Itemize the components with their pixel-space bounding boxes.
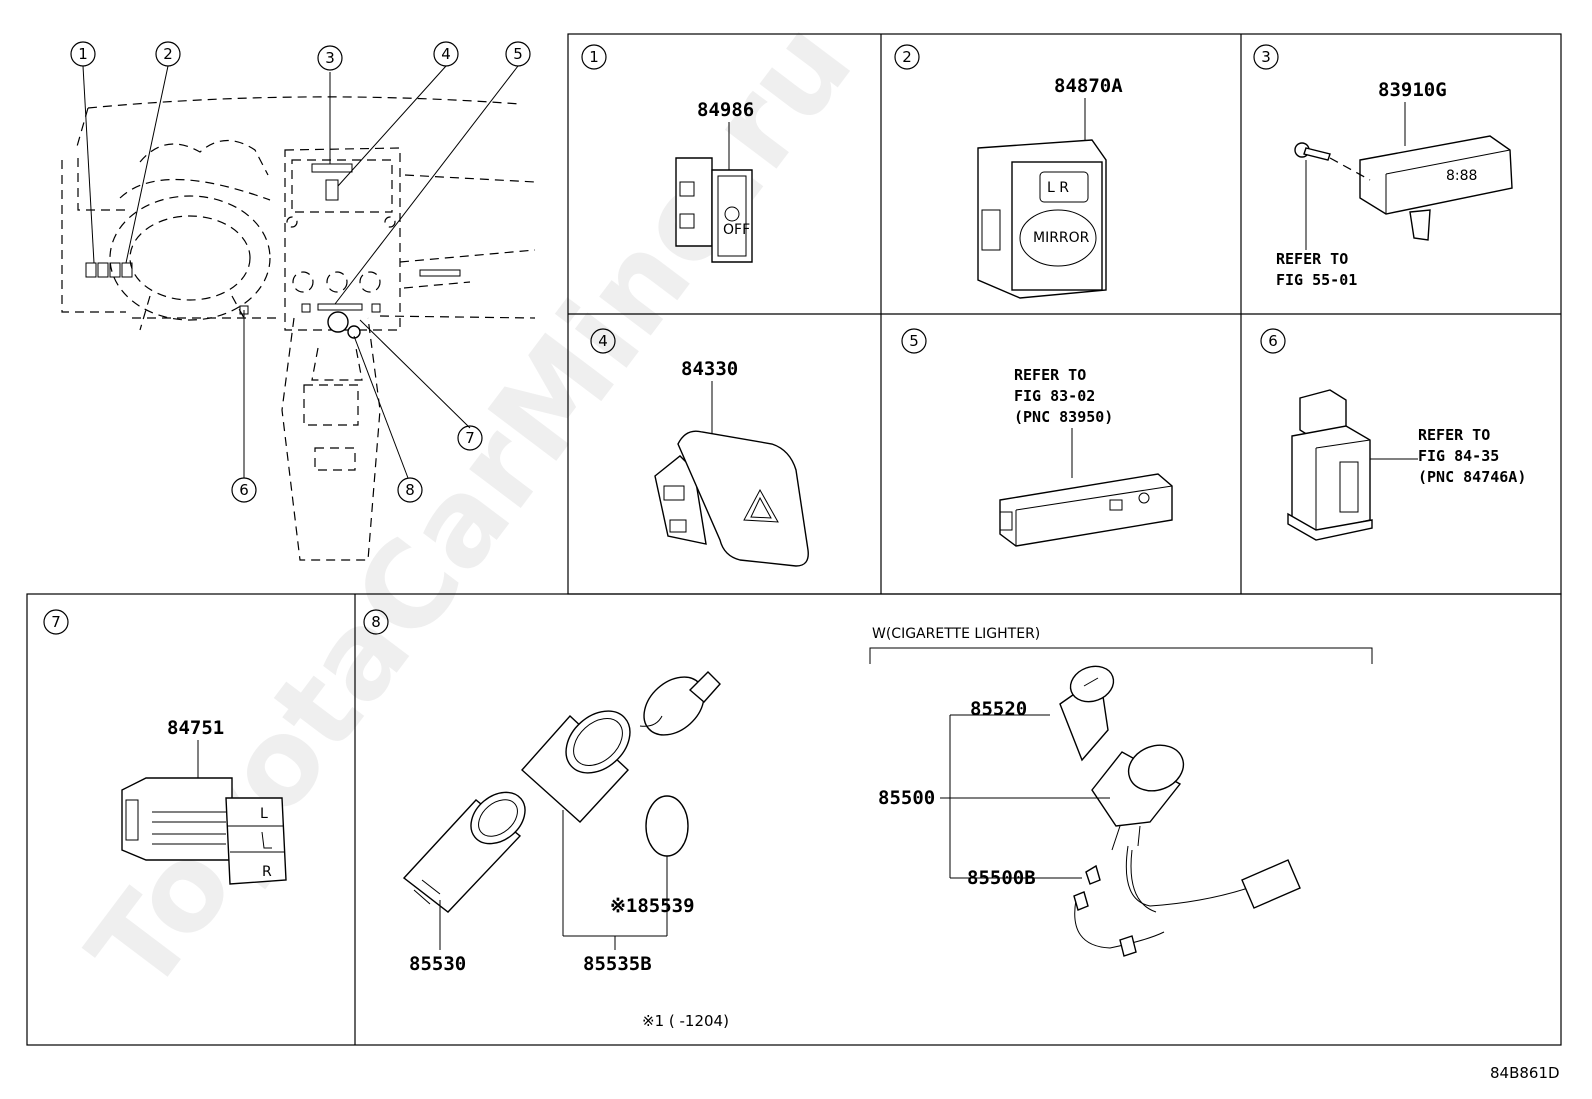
panel-6: 6 REFER TO FIG 84-35 (PNC 84746A)	[1260, 328, 1526, 541]
part-number-85500: 85500	[878, 787, 935, 809]
overview-callout-5: 5	[505, 41, 531, 67]
svg-text:REFER TO: REFER TO	[1418, 426, 1490, 444]
svg-text:4: 4	[441, 45, 451, 63]
clock-unit: 8:88	[1359, 135, 1513, 241]
svg-text:1: 1	[589, 48, 599, 66]
panel-3: 3 83910G 8:88 REFER TO FIG 55-01	[1253, 44, 1513, 289]
dashboard-overview	[61, 96, 536, 561]
svg-text:8: 8	[405, 481, 415, 499]
panel-5-index: 5	[901, 328, 927, 354]
overview-callout-6: 6	[231, 477, 257, 503]
svg-text:(PNC 84746A): (PNC 84746A)	[1418, 468, 1526, 486]
part-number-85520: 85520	[970, 698, 1027, 720]
svg-text:2: 2	[902, 48, 912, 66]
svg-text:4: 4	[598, 332, 608, 350]
panel-4: 4 84330	[590, 328, 809, 567]
svg-text:REFER TO: REFER TO	[1014, 366, 1086, 384]
svg-text:7: 7	[465, 429, 475, 447]
part-number-85530: 85530	[409, 953, 466, 975]
svg-text:REFER TO: REFER TO	[1276, 250, 1348, 268]
panel-5: 5 REFER TO FIG 83-02 (PNC 83950)	[901, 328, 1173, 547]
panel-8: 8 85530 ※185539 85535B ※1 (	[363, 609, 1373, 1030]
power-outlet-socket	[402, 791, 526, 913]
panel-2: 2 84870A L R MIRROR	[894, 44, 1123, 299]
part-number-84986: 84986	[697, 99, 754, 121]
blank-switch-reference	[1287, 389, 1373, 541]
part-number-85535B: 85535B	[583, 953, 652, 975]
svg-text:OFF: OFF	[723, 222, 750, 238]
panel-2-index: 2	[894, 44, 920, 70]
diagram-code: 84B861D	[1490, 1064, 1560, 1082]
part-number-85539: ※185539	[610, 895, 695, 917]
panel-6-index: 6	[1260, 328, 1286, 354]
wire-harness	[1073, 845, 1301, 957]
panel-8-index: 8	[363, 609, 389, 635]
svg-text:MIRROR: MIRROR	[1033, 230, 1090, 246]
svg-text:6: 6	[239, 481, 249, 499]
overview-callouts: 1 2 3 4 5 6 7 8	[70, 41, 531, 503]
svg-text:3: 3	[325, 49, 335, 67]
svg-text:3: 3	[1261, 48, 1271, 66]
part-number-84751: 84751	[167, 717, 224, 739]
svg-text:5: 5	[909, 332, 919, 350]
part-number-83910G: 83910G	[1378, 79, 1447, 101]
svg-text:6: 6	[1268, 332, 1278, 350]
svg-text:FIG 84-35: FIG 84-35	[1418, 447, 1499, 465]
svg-text:R: R	[262, 864, 272, 880]
cigarette-lighter-knob	[1059, 665, 1115, 762]
seat-heater-switch-reference	[999, 473, 1173, 547]
svg-text:5: 5	[513, 45, 523, 63]
overview-callout-1: 1	[70, 41, 96, 67]
svg-text:(PNC 83950): (PNC 83950)	[1014, 408, 1113, 426]
panel-7: 7 84751 L R	[43, 609, 287, 885]
lighter-bulb	[1085, 864, 1101, 885]
svg-text:8: 8	[371, 613, 381, 631]
panel-grid	[26, 33, 1562, 1046]
overview-callout-8: 8	[397, 477, 423, 503]
overview-callout-4: 4	[433, 41, 459, 67]
group-caption: W(CIGARETTE LIGHTER)	[872, 626, 1040, 642]
svg-text:FIG 83-02: FIG 83-02	[1014, 387, 1095, 405]
overview-callout-3: 3	[317, 45, 343, 71]
screw-icon	[1294, 142, 1331, 161]
svg-text:8:88: 8:88	[1446, 168, 1477, 184]
svg-text:FIG 55-01: FIG 55-01	[1276, 271, 1357, 289]
panel-4-index: 4	[590, 328, 616, 354]
power-outlet-cap	[645, 795, 689, 857]
mirror-switch: L R MIRROR	[977, 139, 1107, 299]
svg-text:L R: L R	[1047, 180, 1069, 196]
svg-text:7: 7	[51, 613, 61, 631]
panel-1: 1 84986 OFF	[581, 44, 754, 263]
panel-3-index: 3	[1253, 44, 1279, 70]
overview-callout-2: 2	[155, 41, 181, 67]
footnote: ※1 ( -1204)	[642, 1012, 729, 1030]
svg-text:1: 1	[78, 45, 88, 63]
svg-text:2: 2	[163, 45, 173, 63]
overview-callout-7: 7	[457, 425, 483, 451]
panel-7-index: 7	[43, 609, 69, 635]
part-number-84870A: 84870A	[1054, 75, 1123, 97]
part-number-84330: 84330	[681, 358, 738, 380]
svg-text:L: L	[260, 806, 268, 822]
panel-1-index: 1	[581, 44, 607, 70]
hazard-switch	[654, 430, 809, 567]
part-number-85500B: 85500B	[967, 867, 1036, 889]
cigarette-lighter-socket	[1091, 744, 1185, 851]
power-outlet-housing	[521, 671, 721, 823]
vsc-off-switch: OFF	[675, 157, 753, 263]
seat-heater-switch: L R	[121, 777, 287, 885]
